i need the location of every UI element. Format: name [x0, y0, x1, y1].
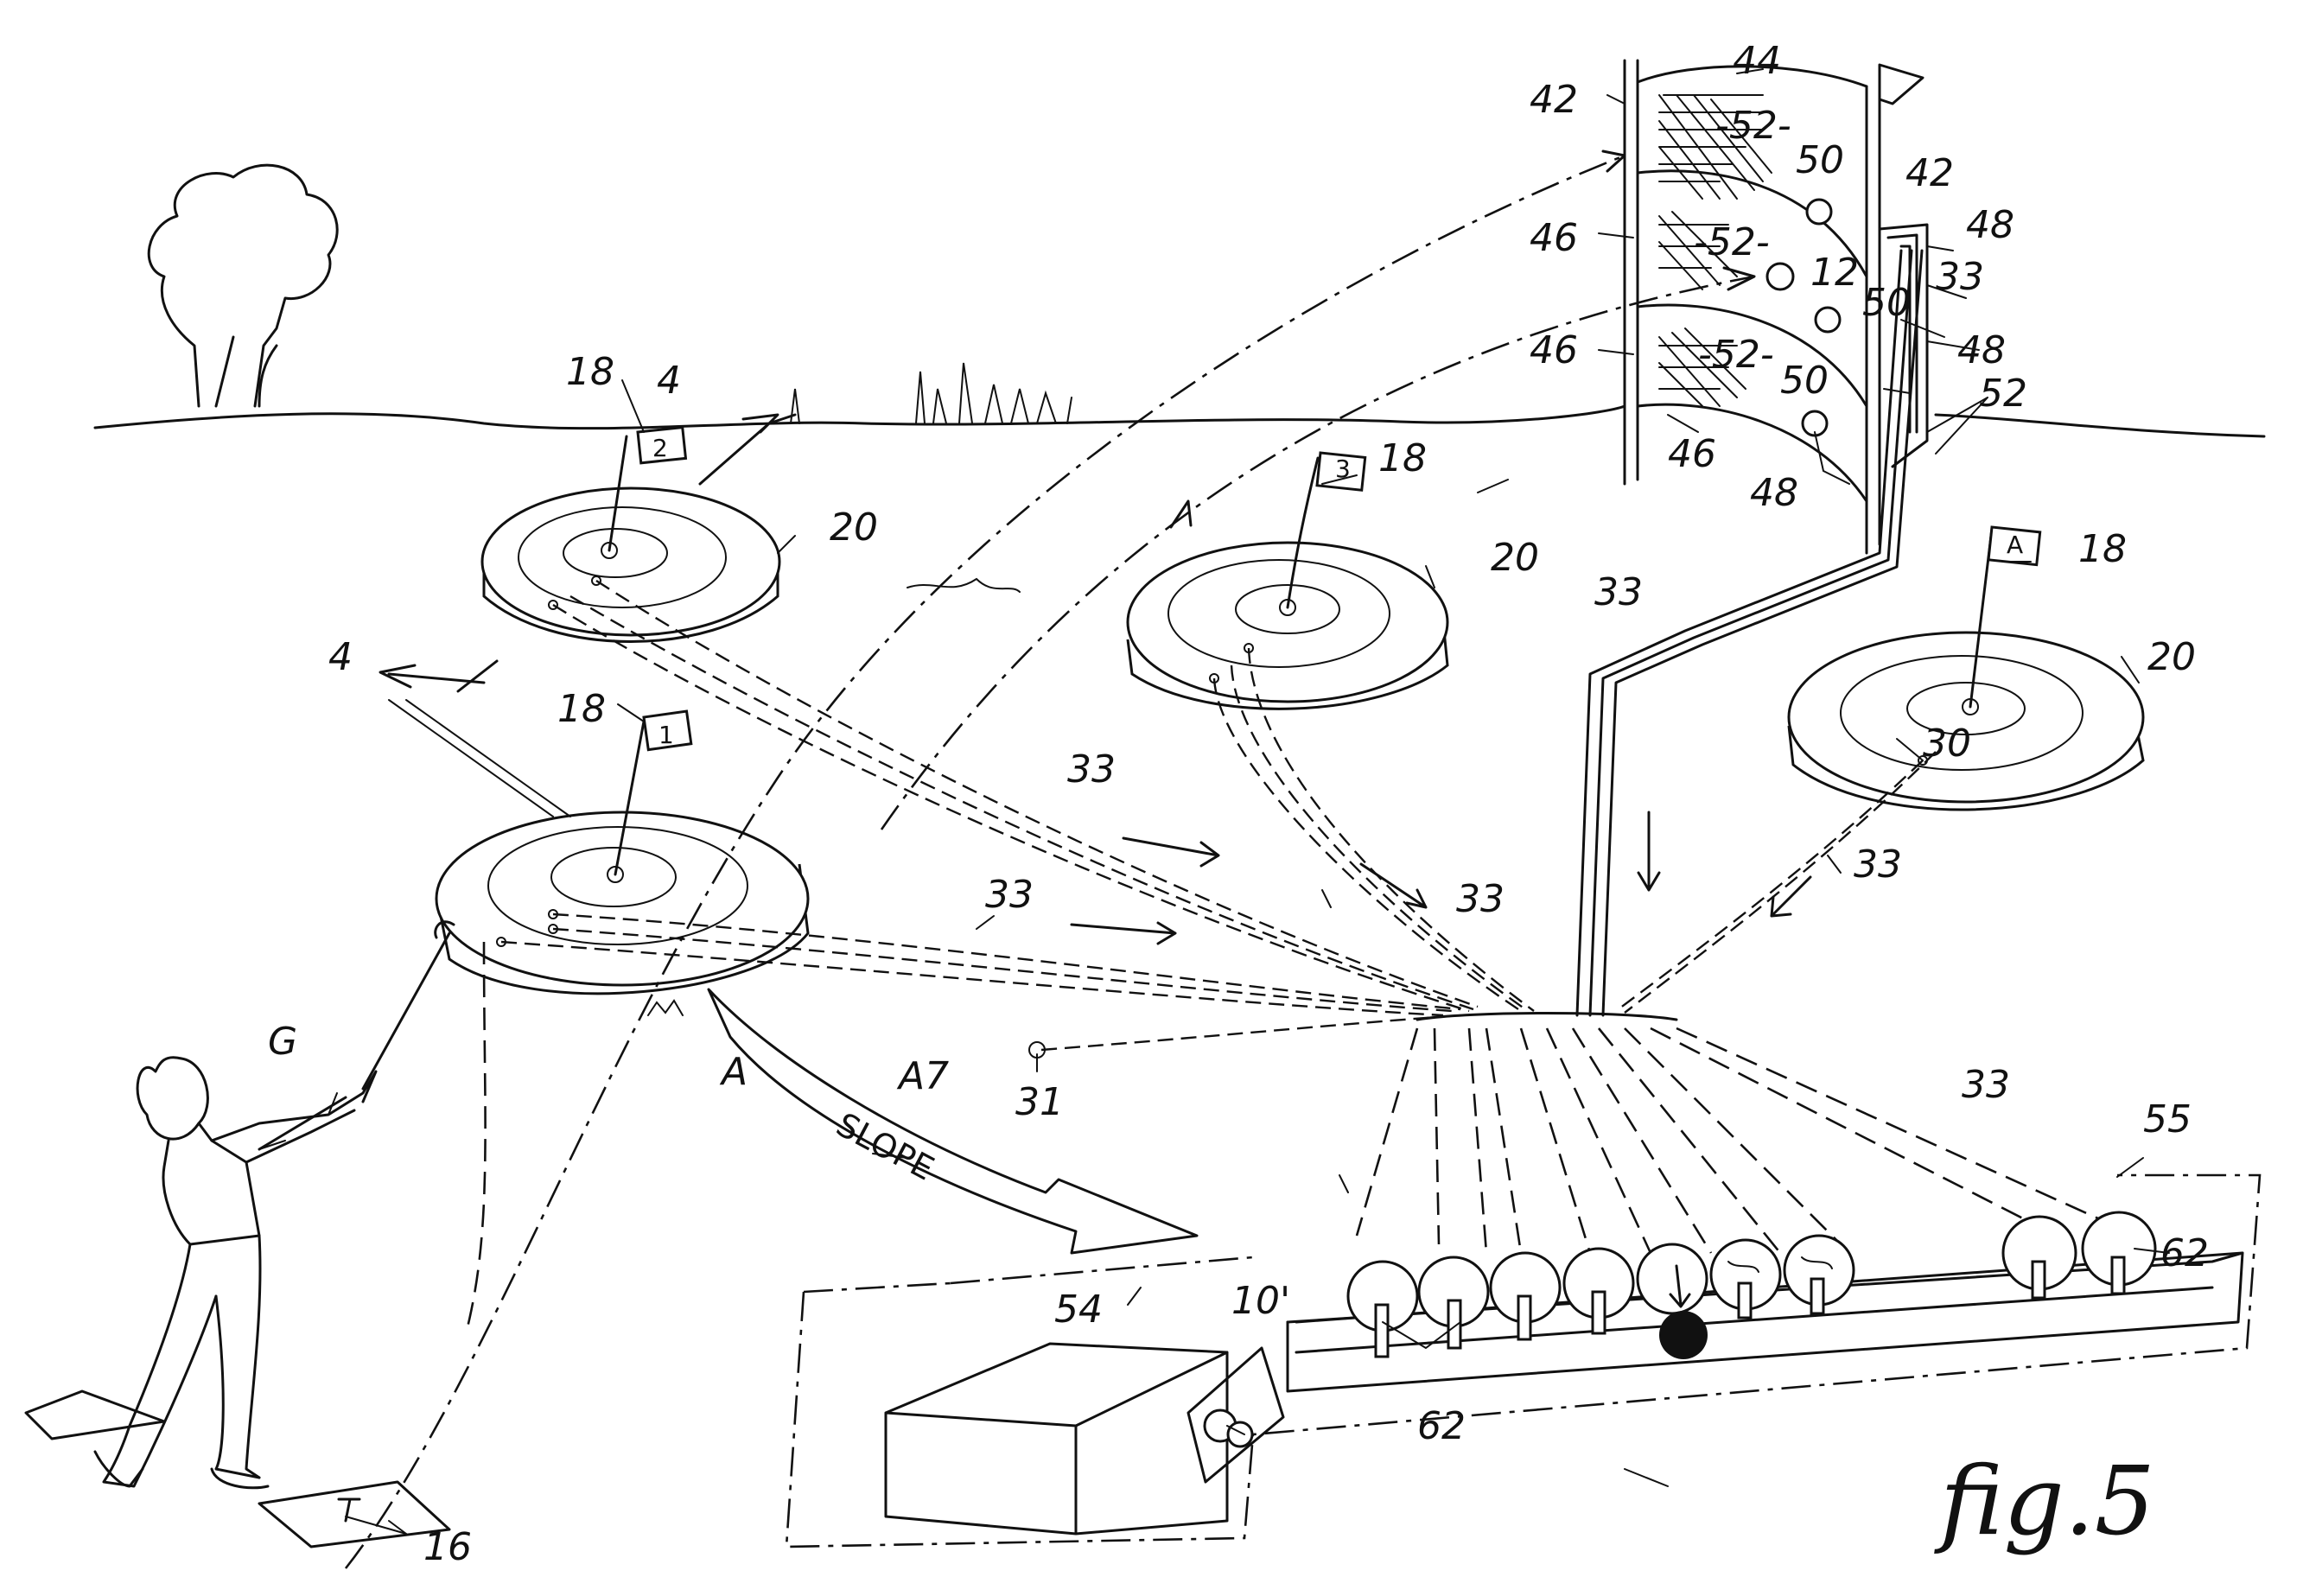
label-section-lower: 4 [328, 635, 353, 679]
swing-arc [467, 942, 486, 1331]
label-bin-left: 62 [1417, 1404, 1466, 1448]
label-green-2: 20 [830, 506, 878, 550]
horizon-line [95, 406, 2264, 436]
label-pipe-green-1: 33 [985, 873, 1034, 917]
label-section-upper: 4 [657, 359, 681, 403]
golfer [95, 922, 454, 1488]
figure-caption: fig.5 [1934, 1446, 2155, 1556]
label-slope-arrow: A7 [896, 1054, 949, 1098]
label-chute: 52 [1979, 372, 2027, 416]
section-line [389, 700, 570, 817]
label-bin-right: 62 [2160, 1231, 2209, 1275]
label-hole-1: 48 [1966, 203, 2014, 247]
slope-arrow [709, 989, 1197, 1253]
label-ball: 12 [1810, 251, 1859, 295]
label-drain: 31 [1015, 1080, 1064, 1124]
label-collector: 54 [1054, 1288, 1103, 1332]
label-hole-3: 48 [1750, 471, 1798, 515]
flag-number-1: 1 [658, 721, 674, 749]
label-flag-2: 18 [566, 350, 614, 394]
label-pipe-funnel: 33 [1962, 1063, 2010, 1107]
grass-tuft-3 [648, 1001, 683, 1015]
label-post-right: 42 [1905, 151, 1954, 195]
grass [791, 363, 1072, 423]
label-ring-3: 46 [1668, 432, 1716, 476]
label-ring-2: 46 [1530, 328, 1578, 372]
flag-number-2: 2 [652, 434, 668, 462]
label-cup: 30 [1923, 722, 1971, 766]
label-flag-1: 18 [557, 687, 606, 731]
tee-mat-left [26, 1391, 164, 1439]
label-target-top: 44 [1733, 39, 1781, 83]
label-ring-1: 46 [1530, 216, 1578, 260]
label-target-ball-2: 50 [1862, 281, 1911, 325]
label-net-3: -52- [1698, 333, 1774, 377]
label-green-A: 20 [2147, 635, 2196, 679]
tee-mat-right [259, 1482, 449, 1547]
label-post-left: 42 [1530, 78, 1578, 122]
label-trajectory: A [719, 1050, 748, 1094]
flag-number-A: A [2007, 531, 2023, 559]
label-flag-3: 18 [1378, 436, 1427, 480]
grass-tuft-2 [907, 579, 1020, 592]
flag-number-3: 3 [1335, 455, 1351, 483]
label-hole-2: 48 [1957, 328, 2006, 372]
label-tee: 16 [423, 1525, 472, 1569]
label-golfer: G [268, 1020, 297, 1064]
section-arrow-lower [380, 661, 497, 691]
label-pipe-green-A: 33 [1854, 843, 1902, 887]
label-flag-A: 18 [2078, 527, 2127, 571]
label-ball-return: 10' [1231, 1279, 1290, 1323]
green-2 [482, 428, 779, 642]
label-pipe-return: 33 [1594, 570, 1643, 614]
label-target-ball-3: 50 [1780, 359, 1829, 403]
label-pipe-green-2: 33 [1067, 747, 1116, 792]
label-tray: 55 [2143, 1097, 2192, 1141]
trajectory-arrow-1 [1603, 151, 1625, 171]
label-net-1: -52- [1715, 104, 1791, 148]
label-pipe-green-3: 33 [1456, 877, 1505, 921]
label-net-2: -52- [1694, 220, 1770, 264]
label-pipe-target: 33 [1936, 255, 1984, 299]
tree [149, 165, 337, 406]
label-target-ball-1: 50 [1796, 138, 1844, 182]
tee-leader [346, 1517, 406, 1534]
label-green-3: 20 [1491, 536, 1539, 580]
green-3 [1128, 453, 1447, 709]
